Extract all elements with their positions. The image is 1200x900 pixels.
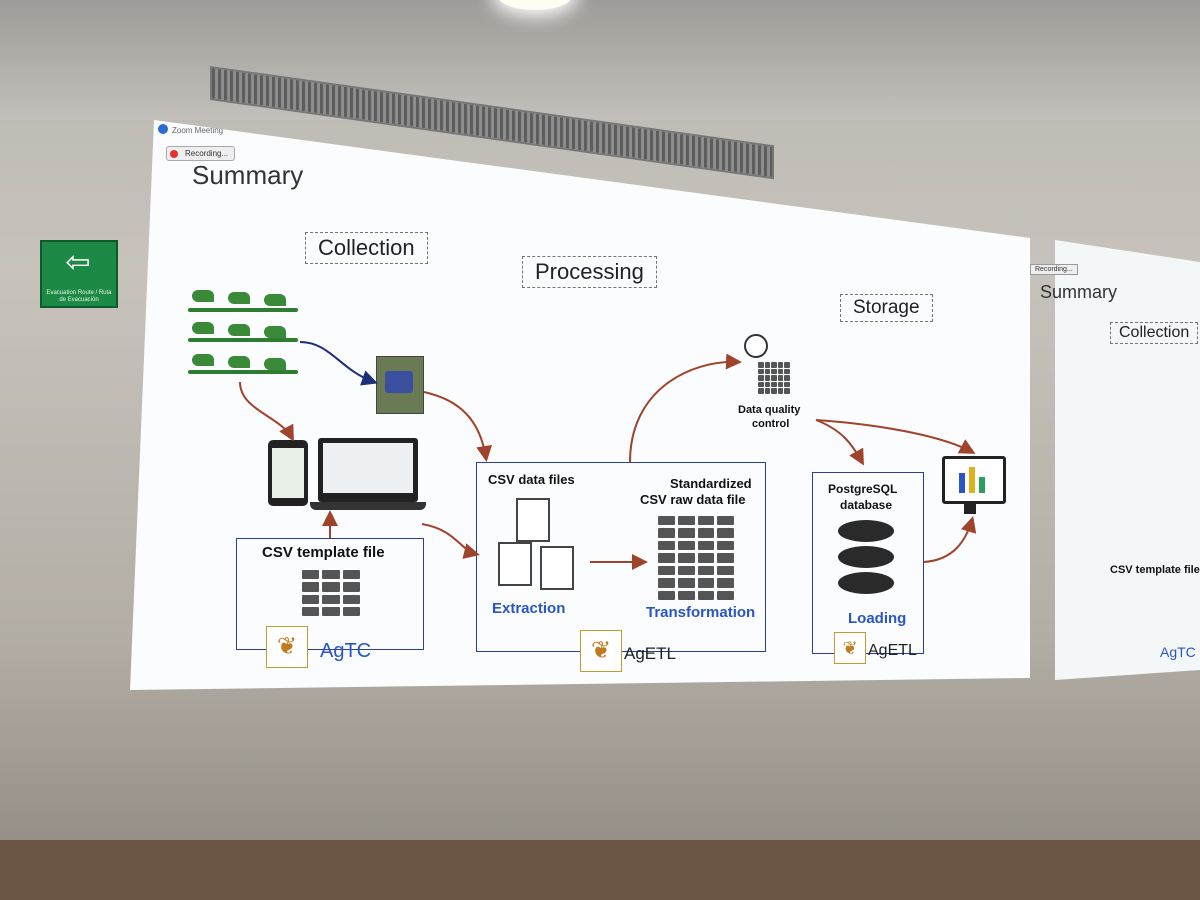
standardized-label: Standardized xyxy=(670,476,752,491)
tablet-icon xyxy=(268,440,308,506)
quality-label-2: control xyxy=(752,418,790,430)
monitor-chart-icon xyxy=(942,456,1006,504)
loading-label: Loading xyxy=(848,610,907,627)
wheat-logo-icon: ❦ xyxy=(266,626,308,668)
zoom-icon xyxy=(158,124,168,134)
slide-title: Summary xyxy=(192,160,304,190)
laptop-icon xyxy=(318,438,418,502)
csv-template-box xyxy=(236,538,424,650)
monitor-stand xyxy=(964,504,976,514)
exit-sign-label: Evacuation Route / Ruta de Evacuación xyxy=(46,290,112,303)
quality-label-1: Data quality xyxy=(738,404,801,416)
second-screen-title: Summary xyxy=(1040,282,1118,302)
recording-badge[interactable]: Recording... xyxy=(166,146,236,161)
transformation-label: Transformation xyxy=(646,604,756,621)
ceiling-light xyxy=(498,0,572,10)
exit-arrow-icon: ⇦ xyxy=(65,246,91,279)
database-label: database xyxy=(840,498,893,512)
extraction-label: Extraction xyxy=(492,600,566,617)
wheat-logo-icon: ❦ xyxy=(834,632,866,664)
csv-template-label: CSV template file xyxy=(262,544,385,561)
storage-box xyxy=(812,472,924,654)
csv-file-icon xyxy=(498,542,532,586)
laptop-base xyxy=(310,502,426,510)
csv-data-files-label: CSV data files xyxy=(488,472,575,487)
second-screen-collection: Collection xyxy=(1110,322,1199,344)
csv-file-icon xyxy=(540,546,574,590)
recording-icon xyxy=(170,150,178,158)
section-processing: Processing xyxy=(522,256,657,288)
database-icon xyxy=(838,520,894,596)
ceiling xyxy=(0,0,1200,120)
field-scanner-photo xyxy=(376,356,424,414)
postgres-label: PostgreSQL xyxy=(828,482,898,496)
wheat-logo-icon: ❦ xyxy=(580,630,622,672)
exit-sign: ⇦ Evacuation Route / Ruta de Evacuación xyxy=(40,240,118,308)
section-collection: Collection xyxy=(305,232,428,264)
agetl-storage-label: AgETL xyxy=(868,642,917,659)
floor-edge xyxy=(0,840,1200,900)
agetl-processing-label: AgETL xyxy=(624,644,676,663)
second-screen-agtc-label: AgTC xyxy=(1160,644,1196,660)
person-icon xyxy=(744,334,768,358)
csv-file-icon xyxy=(516,498,550,542)
second-screen xyxy=(1055,240,1200,680)
second-screen-recording-badge: Recording... xyxy=(1030,264,1078,275)
second-screen-csv-label: CSV template file xyxy=(1110,564,1200,576)
section-storage: Storage xyxy=(840,294,933,322)
csv-raw-label: CSV raw data file xyxy=(640,492,746,507)
raw-data-table-icon xyxy=(658,516,734,600)
flow-arrows xyxy=(239,341,977,570)
zoom-window-title: Zoom Meeting xyxy=(172,126,224,135)
grid-icon xyxy=(758,362,790,394)
table-icon xyxy=(302,570,360,616)
agtc-label: AgTC xyxy=(320,640,372,662)
